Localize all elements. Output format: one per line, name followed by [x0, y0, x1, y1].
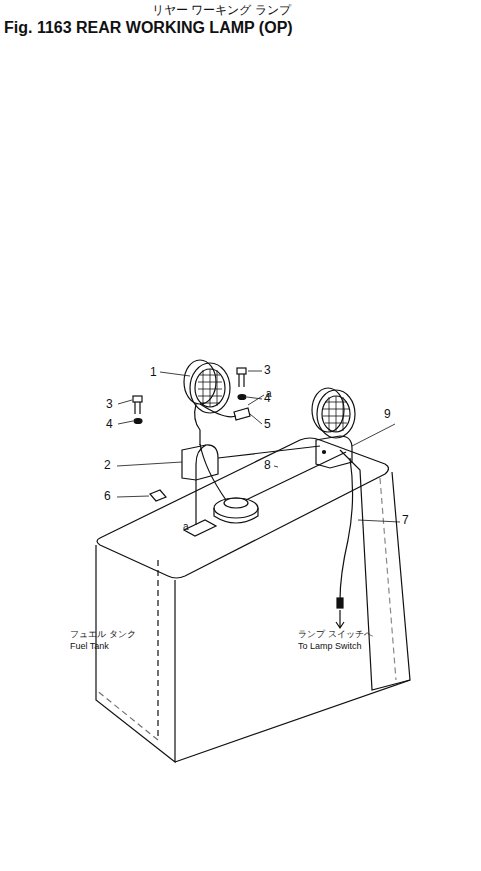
callout-number: 5 [264, 418, 271, 430]
wire [200, 404, 236, 417]
callout-number: 4 [106, 418, 113, 430]
lamp [184, 360, 230, 445]
wire-harness [218, 446, 320, 458]
callout-number: 6 [104, 490, 111, 502]
fuel-tank [96, 438, 410, 762]
washer [134, 419, 142, 424]
figure-title: Fig. 1163 REAR WORKING LAMP (OP) [4, 20, 293, 36]
bracket [182, 445, 218, 525]
callout-number: 2 [104, 459, 111, 471]
note: To Lamp Switch [298, 642, 362, 651]
callout-number: 3 [264, 364, 271, 376]
bolt [133, 368, 246, 414]
callout-letter: a [183, 522, 189, 532]
connector [337, 598, 343, 608]
wire-harness [200, 444, 346, 500]
callout-number: 3 [106, 398, 113, 410]
callout-number: 8 [264, 459, 271, 471]
wire-harness [340, 458, 353, 600]
clip [234, 408, 250, 420]
note: ランプ スイッチへ [298, 630, 373, 639]
subtitle: リヤー ワーキング ランプ [152, 4, 291, 16]
filler-cap [214, 498, 258, 523]
callout-letter: a [266, 389, 272, 399]
washer [238, 395, 246, 400]
leader-lines [117, 371, 400, 522]
note: Fuel Tank [70, 642, 109, 651]
lamp [312, 388, 355, 438]
nut-plate [150, 490, 166, 501]
arrow [336, 610, 344, 628]
callout-number: 7 [402, 514, 409, 526]
mount-plate [184, 520, 216, 536]
note: フュエル タンク [70, 630, 136, 639]
callout-number: 1 [150, 366, 157, 378]
callout-number: 9 [384, 408, 391, 420]
